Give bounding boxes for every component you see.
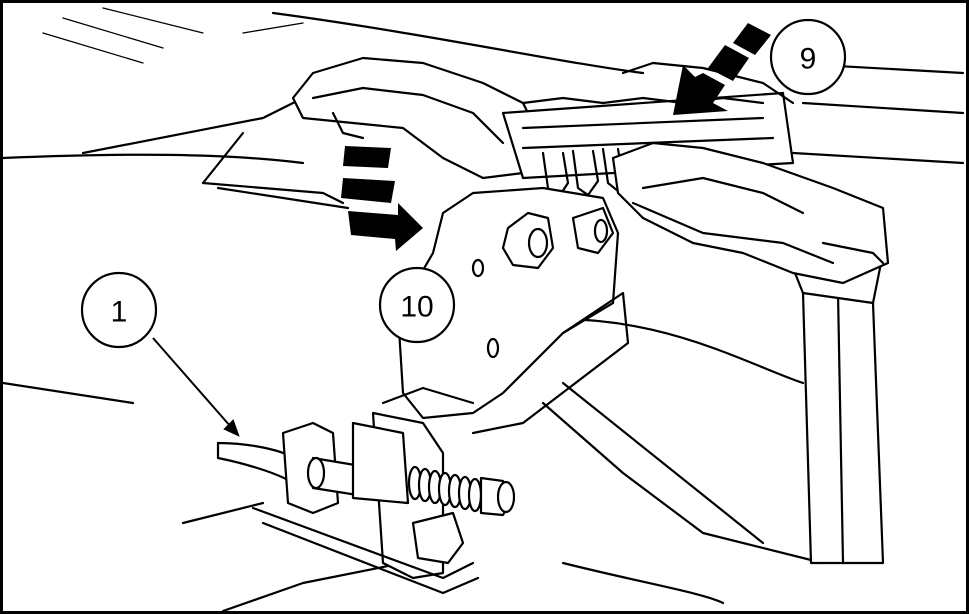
motion-arrow-10 [341,146,423,251]
secondary-lever [611,141,890,285]
callout-10-label: 10 [400,291,433,324]
callout-10: 10 [378,266,456,344]
latch-support-post [781,241,885,565]
callout-1-label: 1 [111,296,128,329]
primary-lever [291,56,540,180]
callout-9: 9 [769,18,847,96]
cable-spring-assembly [281,421,516,517]
latch-plate [396,186,630,435]
latch-illustration: 1 9 10 [3,7,965,611]
callout-9-label: 9 [800,43,817,76]
spring-coils [407,465,483,513]
motion-arrow-9 [673,23,771,115]
callout-1: 1 [80,271,240,437]
